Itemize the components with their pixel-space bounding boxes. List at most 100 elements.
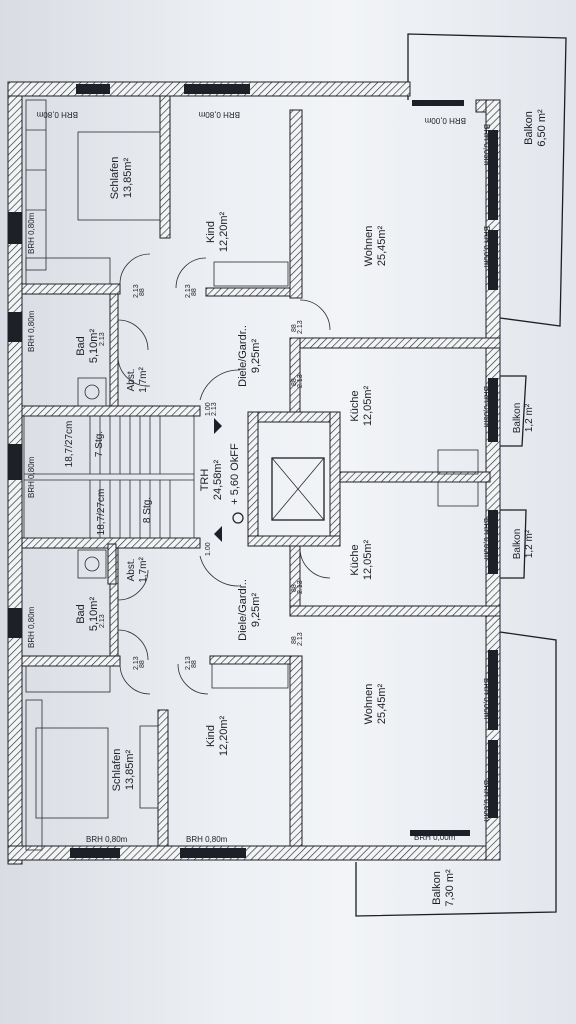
room-area-wohnen-top: 25,45m² [376, 225, 388, 266]
wall-kuechen-split [339, 471, 491, 483]
wall-schlafen-bad-bottom [21, 655, 121, 667]
brh-label: BRH 0,00m [424, 116, 466, 125]
door-height: 2.13 [211, 402, 218, 416]
wall-kind-wohnen-top [289, 109, 303, 299]
room-area-balkon-small-top: 1,2 m² [524, 403, 535, 432]
brh-label: BRH 0,00m [482, 124, 491, 166]
brh-label: BRH 0,80m [27, 212, 36, 254]
room-area-abst-top: 1,7m² [138, 367, 149, 393]
brh-label: BRH 0,80m [186, 835, 228, 844]
door-width: 88 [291, 584, 298, 592]
door-width: 1.00 [205, 402, 212, 416]
window-bottom-2 [180, 848, 246, 858]
wall-core-left [247, 411, 259, 547]
door-annotations: 88 2.13 88 2.13 2.13 88 2.13 88 2.13 2.1… [99, 284, 304, 670]
wall-kind-wohnen-bottom [289, 655, 303, 847]
balcony-top-outline [407, 33, 567, 327]
room-name-balkon-bottom: Balkon [431, 871, 443, 905]
room-area-kueche-top: 12,05m² [362, 385, 374, 426]
door-height: 2.13 [297, 632, 304, 646]
stair-steps-top: 7 Stg. [94, 431, 105, 457]
balcony-small-top-outline [500, 375, 527, 447]
door-width: 88 [139, 660, 146, 668]
balcony-small-bottom-outline [500, 509, 527, 579]
window-top-1 [76, 84, 110, 94]
brh-label: BRH 0,80m [27, 606, 36, 648]
wall-schlafen-kind-top [159, 95, 171, 239]
window-left-2 [8, 312, 22, 342]
door-height: 2.13 [185, 656, 192, 670]
room-name-kind-top: Kind [205, 221, 217, 243]
brh-label: BRH 0,00m [482, 678, 491, 720]
wall-stair-top [21, 405, 201, 417]
staircase [23, 415, 195, 539]
wall-bad-abst-top [109, 293, 119, 407]
door-width: 88 [191, 660, 198, 668]
level-marker-icon [232, 512, 244, 524]
wall-core-top [247, 411, 341, 423]
room-area-bad-top: 5,10m² [88, 329, 100, 364]
room-name-schlafen-top: Schlafen [109, 157, 121, 200]
door-height: 2.13 [297, 374, 304, 388]
door-width: 88 [291, 636, 298, 644]
stair-rise-top: 18,7/27cm [64, 421, 75, 468]
window-right-2 [488, 230, 498, 290]
room-name-kueche-bottom: Küche [349, 544, 361, 575]
room-area-bad-bottom: 5,10m² [88, 597, 100, 632]
wall-wohnen-kueche-top [289, 337, 501, 349]
wall-kind-diele-top [205, 287, 291, 297]
room-name-balkon-small-top: Balkon [512, 403, 523, 434]
brh-label: BRH 0,00m [482, 226, 491, 268]
room-area-diele-top: 9,25m² [250, 339, 262, 374]
room-area-balkon-bottom: 7,30 m² [444, 869, 456, 907]
room-area-balkon-small-bottom: 1,2 m² [524, 529, 535, 558]
stair-rise-bottom: 18,7/27cm [96, 489, 107, 536]
wall-schlafen-bad-top [21, 283, 121, 295]
brh-label: BRH 0,80m [27, 310, 36, 352]
room-area-trh: 24,58m² [212, 459, 224, 500]
room-name-trh: TRH [199, 469, 211, 492]
room-name-diele-bottom: Diele/Gardr.. [237, 579, 249, 641]
room-name-kueche-top: Küche [349, 390, 361, 421]
window-top-3 [412, 100, 464, 106]
window-right-4 [488, 510, 498, 574]
door-swings [117, 253, 331, 695]
window-left-3 [8, 444, 22, 480]
wall-abst-bottom [107, 543, 117, 585]
room-area-abst-bottom: 1,7m² [138, 557, 149, 583]
window-left-4 [8, 608, 22, 638]
room-name-wohnen-bottom: Wohnen [363, 684, 375, 725]
room-area-kind-bottom: 12,20m² [218, 715, 230, 756]
door-width: 88 [291, 378, 298, 386]
brh-label: BRH 0,00m [482, 518, 491, 560]
room-area-kueche-bottom: 12,05m² [362, 539, 374, 580]
door-height: 2.13 [133, 284, 140, 298]
room-area-balkon-top: 6,50 m² [536, 109, 548, 147]
balcony-bottom-outline [355, 631, 557, 917]
brh-annotations: BRH 0,80m BRH 0,80m BRH 0,00m BRH 0,80m … [27, 110, 491, 844]
door-height: 2.13 [185, 284, 192, 298]
door-width: 88 [139, 288, 146, 296]
room-name-abst-top: Abst. [126, 369, 137, 392]
room-area-wohnen-bottom: 25,45m² [376, 683, 388, 724]
brh-label: BRH 0,00m [482, 386, 491, 428]
wall-kind-diele-bottom [209, 655, 291, 665]
wall-core-bottom [247, 535, 341, 547]
door-height: 2.13 [99, 614, 106, 628]
arrow-top-icon [214, 418, 222, 434]
room-labels: Schlafen 13,85m² Kind 12,20m² Wohnen 25,… [64, 109, 548, 907]
room-name-schlafen-bottom: Schlafen [111, 749, 123, 792]
room-name-balkon-small-bottom: Balkon [512, 529, 523, 560]
window-right-1 [488, 130, 498, 220]
brh-label: BRH 0,00m [414, 833, 456, 842]
room-area-kind-top: 12,20m² [218, 211, 230, 252]
door-width: 88 [191, 288, 198, 296]
arrow-bottom-icon [214, 526, 222, 542]
brh-label: BRH 0,80m [27, 456, 36, 498]
furniture [25, 99, 479, 851]
door-height: 2.13 [99, 332, 106, 346]
room-area-diele-bottom: 9,25m² [250, 593, 262, 628]
door-height: 2.13 [297, 580, 304, 594]
elevator-cross-2 [271, 457, 325, 521]
